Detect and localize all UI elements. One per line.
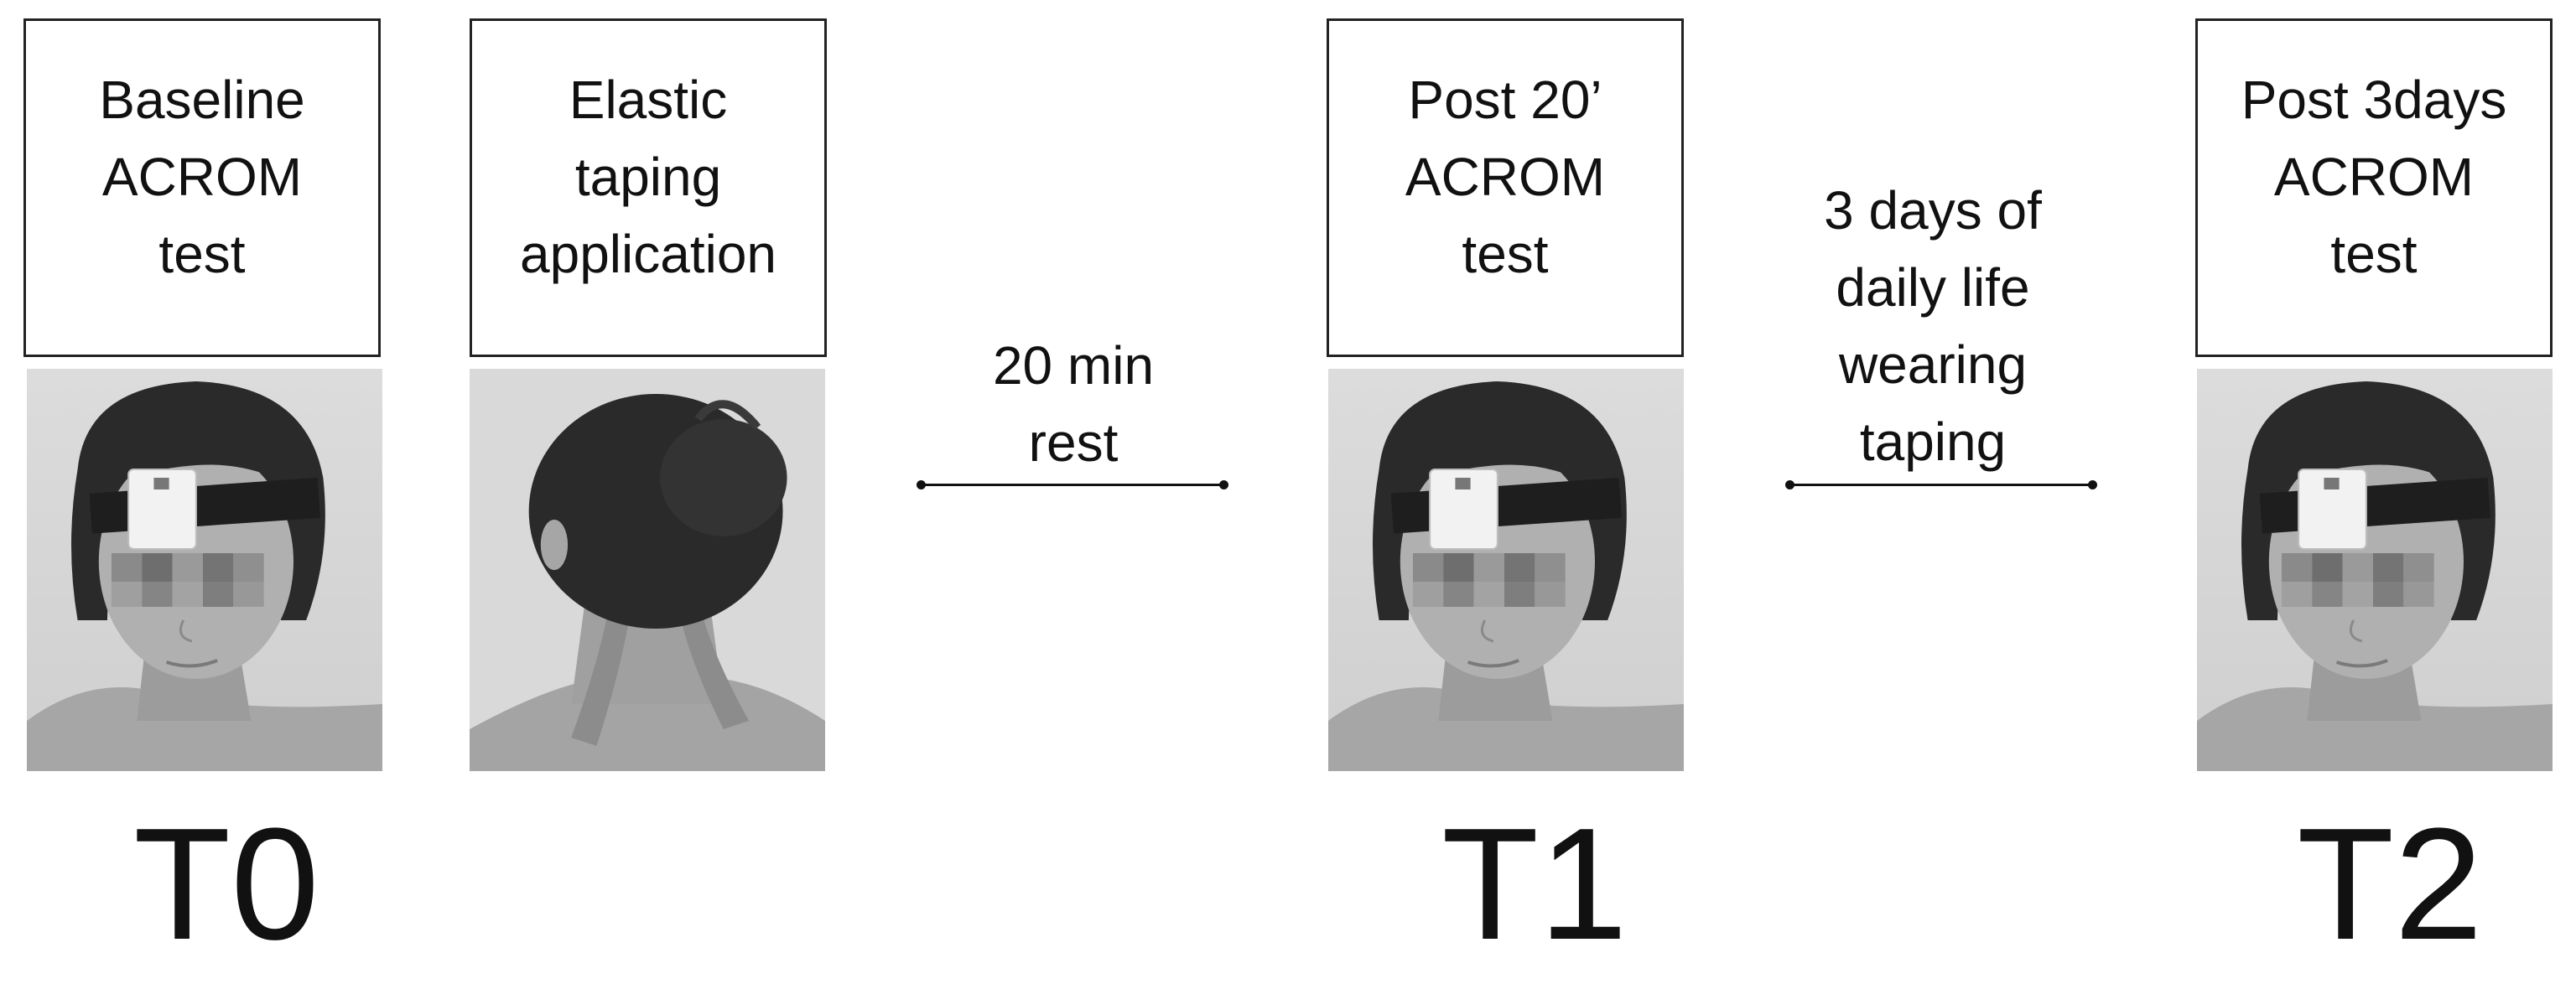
wearing-interval-label: 3 days of daily life wearing taping	[1824, 180, 2042, 472]
timepoint-t1: T1	[1441, 795, 1628, 973]
post-20-photo	[1328, 369, 1684, 771]
wearing-interval-connector	[1785, 480, 2097, 489]
taping-photo	[470, 369, 825, 771]
post-20-test-label: Post 20’ ACROM test	[1405, 70, 1606, 284]
baseline-test-box: Baseline ACROM test	[23, 18, 381, 357]
taping-application-box: Elastic taping application	[470, 18, 827, 357]
post-3days-photo	[2197, 369, 2553, 771]
baseline-photo	[27, 369, 382, 771]
rest-interval-label: 20 min rest	[992, 335, 1155, 473]
post-20-test-box: Post 20’ ACROM test	[1327, 18, 1684, 357]
timepoint-t2: T2	[2297, 795, 2483, 973]
baseline-test-label: Baseline ACROM test	[99, 70, 305, 284]
post-3days-test-box: Post 3days ACROM test	[2195, 18, 2553, 357]
timepoint-t0: T0	[133, 795, 319, 973]
post-3days-test-label: Post 3days ACROM test	[2241, 70, 2507, 284]
rest-interval-connector	[917, 480, 1228, 489]
taping-application-label: Elastic taping application	[520, 70, 776, 284]
